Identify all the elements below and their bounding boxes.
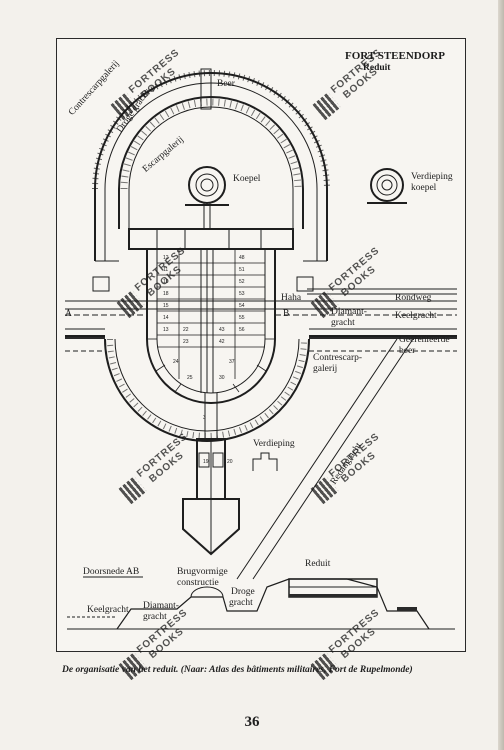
label-beer: Beer (217, 79, 235, 89)
page-number: 36 (244, 714, 260, 730)
label-brugvormige-2: constructie (177, 578, 219, 588)
svg-text:22: 22 (183, 327, 189, 333)
svg-text:53: 53 (239, 291, 245, 297)
label-reduit-section: Reduit (305, 559, 331, 569)
label-droge-gracht-2: gracht (229, 598, 253, 608)
label-doorsnede: Doorsnede AB (83, 567, 140, 577)
label-diamantgracht-1: Diamant- (331, 307, 367, 317)
svg-text:25: 25 (187, 375, 193, 381)
label-verdieping: Verdieping (253, 439, 295, 449)
svg-text:48: 48 (239, 255, 245, 261)
label-verdieping-koepel-1: Verdieping (411, 172, 453, 182)
label-haha: Haha (281, 293, 302, 303)
svg-text:10: 10 (163, 279, 169, 285)
label-rondweg: Rondweg (395, 293, 432, 303)
label-brugvormige-1: Brugvormige (177, 567, 228, 577)
svg-text:52: 52 (239, 279, 245, 285)
figure-caption: De organisatie van het reduit. (Naar: At… (62, 665, 413, 675)
label-contrescarp-galerij-1: Contrescarp- (313, 353, 363, 363)
label-section-b: B (283, 309, 290, 319)
svg-text:42: 42 (219, 339, 225, 345)
label-section-a: A (65, 309, 72, 319)
svg-text:56: 56 (239, 327, 245, 333)
svg-text:12: 12 (163, 255, 169, 261)
label-droge-gracht-1: Droge (231, 587, 255, 597)
svg-text:37: 37 (229, 359, 235, 365)
svg-text:30: 30 (219, 375, 225, 381)
svg-text:55: 55 (239, 315, 245, 321)
page-edge (498, 0, 504, 750)
svg-text:51: 51 (239, 267, 245, 273)
svg-text:11: 11 (163, 267, 168, 273)
svg-text:15: 15 (163, 303, 169, 309)
label-geerenleerde-beer-1: Geerenleerde (399, 335, 450, 345)
label-diamantgracht-section-2: gracht (143, 612, 167, 622)
svg-text:3: 3 (203, 415, 206, 421)
label-geerenleerde-beer-2: beer (399, 346, 416, 356)
figure-title: FORT STEENDORP (345, 50, 445, 62)
figure-subtitle: Reduit (363, 63, 391, 73)
label-keelgracht-section: Keelgracht (87, 605, 129, 615)
label-koepel: Koepel (233, 174, 261, 184)
svg-text:54: 54 (239, 303, 245, 309)
svg-text:19: 19 (203, 459, 209, 465)
svg-text:24: 24 (173, 359, 179, 365)
svg-text:20: 20 (227, 459, 233, 465)
svg-text:43: 43 (219, 327, 225, 333)
svg-text:14: 14 (163, 315, 169, 321)
svg-text:13: 13 (163, 327, 169, 333)
label-diamantgracht-2: gracht (331, 318, 355, 328)
label-keelgracht: Keelgracht (395, 311, 437, 321)
svg-text:23: 23 (183, 339, 189, 345)
label-diamantgracht-section-1: Diamant- (143, 601, 179, 611)
label-contrescarp-galerij-2: galerij (313, 364, 338, 374)
svg-text:18: 18 (163, 291, 169, 297)
label-verdieping-koepel-2: koepel (411, 183, 437, 193)
